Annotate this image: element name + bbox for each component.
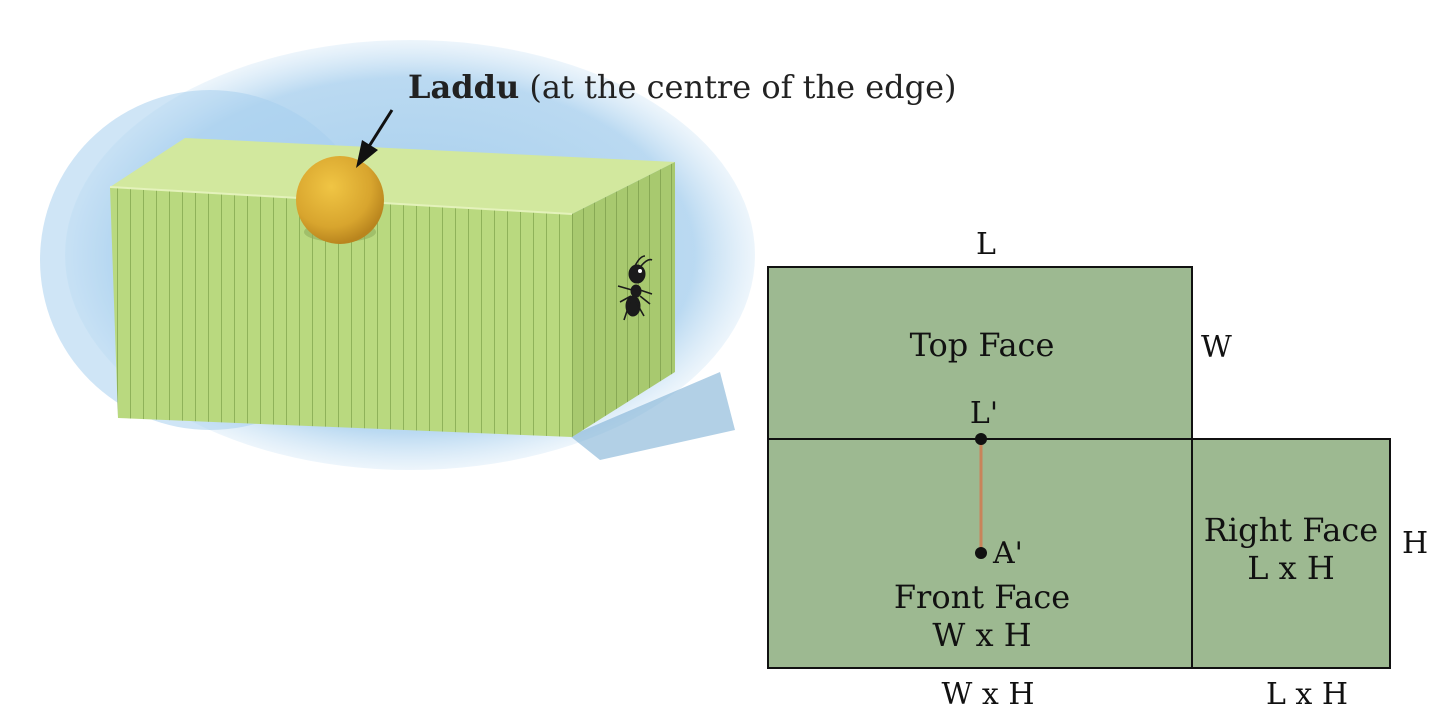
right-side-label: H <box>1402 526 1428 561</box>
box-shadow <box>570 372 735 460</box>
laddu-ball-icon <box>296 156 384 244</box>
point-bottom-label: A' <box>992 536 1023 571</box>
top-face-label: Top Face <box>910 326 1055 364</box>
top-side-label: W <box>1201 330 1232 365</box>
arrow-icon <box>356 109 394 168</box>
point-top-label: L' <box>970 396 998 431</box>
caption-bold: Laddu <box>408 68 520 106</box>
cuboid-illustration <box>40 40 755 470</box>
bottom-label-right: L x H <box>1266 677 1348 712</box>
front-face-dims: W x H <box>932 616 1031 654</box>
top-face <box>767 266 1193 440</box>
point-l-prime <box>975 433 987 445</box>
point-a-prime <box>975 547 987 559</box>
laddu-caption: Laddu (at the centre of the edge) <box>408 68 957 106</box>
right-face-dims: L x H <box>1247 549 1335 587</box>
front-face-label: Front Face <box>894 578 1070 616</box>
right-face-label: Right Face <box>1204 511 1378 549</box>
right-face <box>1191 438 1391 669</box>
bottom-label-front: W x H <box>942 677 1035 712</box>
top-edge-label: L <box>976 227 996 262</box>
box-front-face <box>110 187 572 437</box>
caption-rest: (at the centre of the edge) <box>519 68 957 106</box>
ant-icon <box>617 255 653 321</box>
